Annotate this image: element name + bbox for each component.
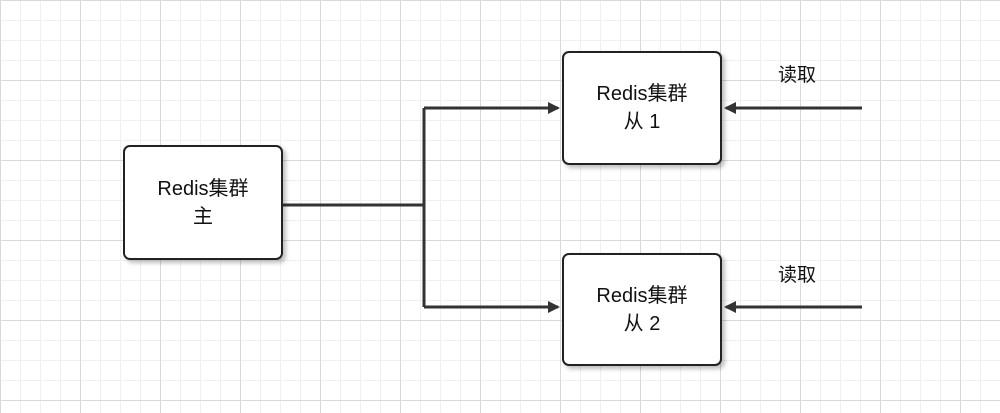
redis-slave-2-node[interactable]: Redis集群 从 2 [562, 253, 722, 366]
node-role: 从 1 [623, 111, 661, 133]
redis-master-node[interactable]: Redis集群 主 [123, 145, 283, 260]
node-role: 主 [193, 205, 213, 228]
node-title: Redis集群 [596, 284, 688, 307]
node-title: Redis集群 [157, 177, 249, 200]
redis-slave-1-node[interactable]: Redis集群 从 1 [562, 51, 722, 165]
node-role: 从 2 [623, 312, 661, 335]
read-label-2: 读取 [778, 265, 817, 286]
node-title: Redis集群 [596, 83, 688, 105]
read-label-1: 读取 [778, 65, 817, 86]
